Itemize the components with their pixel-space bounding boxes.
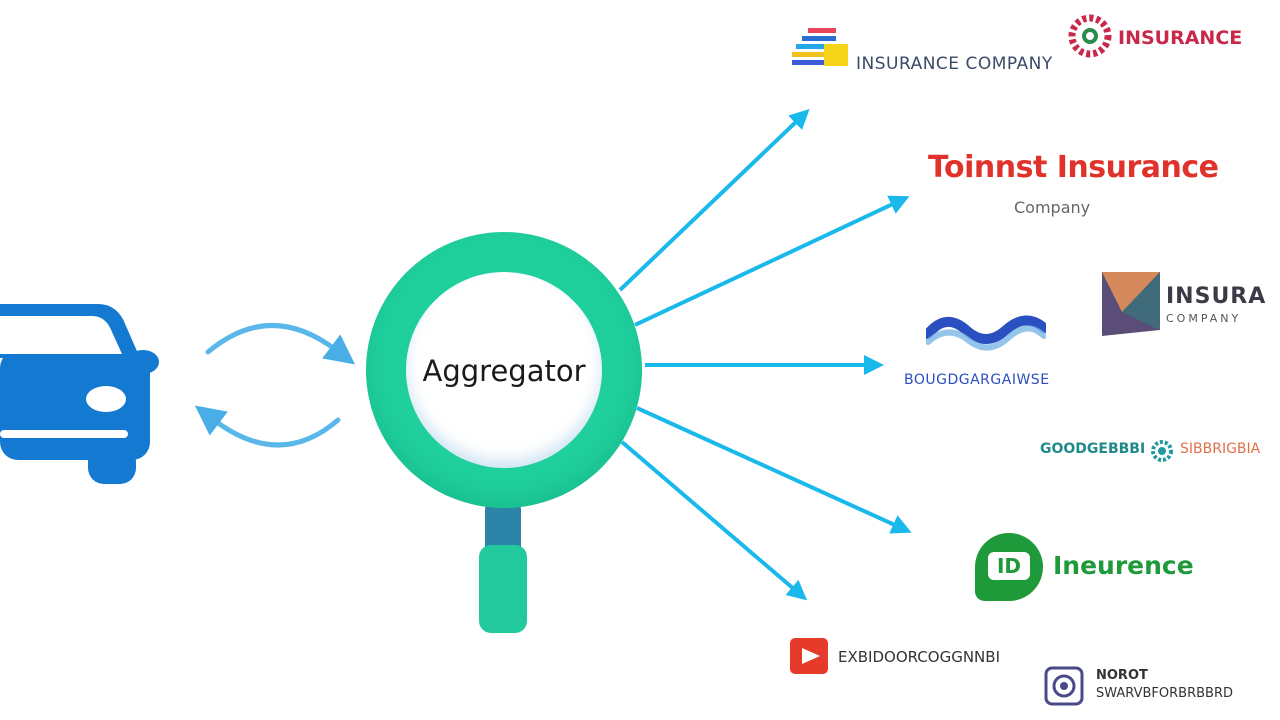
magnifier-ring bbox=[366, 232, 642, 508]
aggregator-label: Aggregator bbox=[422, 354, 586, 388]
company-logo-2: INSURANCE bbox=[1068, 14, 1268, 60]
company-logo-6-right-text: SIBBRIGBIA bbox=[1180, 441, 1261, 457]
green-badge-text: ID bbox=[988, 552, 1030, 580]
arrow-to-company-1 bbox=[618, 108, 810, 292]
gear-icon bbox=[1151, 440, 1173, 462]
cycle-arrow-bottom bbox=[194, 405, 341, 448]
stripes-icon bbox=[792, 28, 848, 66]
company-logo-7-text: Ineurence bbox=[1053, 551, 1194, 580]
play-icon bbox=[790, 638, 828, 674]
company-logo-3-subtitle: Company bbox=[1014, 198, 1091, 217]
car-icon bbox=[0, 304, 159, 484]
company-logo-8-text: EXBIDOORCOGGNNBI bbox=[838, 648, 1000, 666]
geometric-logo-icon bbox=[1102, 272, 1160, 336]
company-logo-5-text: BOUGDGARGAIWSE bbox=[904, 372, 1050, 388]
arrow-to-company-4 bbox=[636, 406, 912, 534]
company-logo-6-left-text: GOODGEBBBI bbox=[1040, 441, 1146, 457]
company-logo-5: BOUGDGARGAIWSE bbox=[900, 312, 1070, 404]
magnifier-lens bbox=[406, 272, 602, 468]
seal-icon bbox=[1044, 666, 1084, 706]
company-logo-9-line2: SWARVBFORBRBBRD bbox=[1096, 686, 1233, 701]
company-logo-1-text: INSURANCE COMPANY bbox=[856, 54, 1053, 74]
company-logo-2-text: INSURANCE bbox=[1118, 27, 1243, 49]
company-logo-6: GOODGEBBBI SIBBRIGBIA bbox=[1040, 437, 1280, 465]
cycle-arrow-top bbox=[205, 323, 356, 365]
wave-icon bbox=[926, 315, 1046, 351]
company-logo-4-subtitle: COMPANY bbox=[1166, 312, 1242, 325]
company-logo-1: INSURANCE COMPANY bbox=[790, 26, 1052, 76]
company-logo-3-title: Toinnst Insurance bbox=[928, 150, 1219, 185]
company-logo-8: EXBIDOORCOGGNNBI bbox=[790, 636, 1010, 680]
company-logo-3: Toinnst Insurance Company bbox=[928, 150, 1219, 220]
green-badge-icon: ID bbox=[975, 533, 1043, 601]
company-logo-4: INSURA COMPANY bbox=[1102, 272, 1280, 338]
company-logo-7: ID Ineurence bbox=[975, 533, 1195, 603]
arrow-to-company-5 bbox=[620, 440, 808, 601]
magnifier-handle bbox=[479, 505, 527, 633]
company-logo-4-text: INSURA bbox=[1166, 284, 1267, 309]
arrow-to-company-2 bbox=[634, 195, 910, 327]
company-logo-9-line1: NOROT bbox=[1096, 668, 1148, 683]
rosette-icon bbox=[1068, 14, 1112, 58]
company-logo-9: NOROT SWARVBFORBRBBRD bbox=[1044, 666, 1274, 710]
